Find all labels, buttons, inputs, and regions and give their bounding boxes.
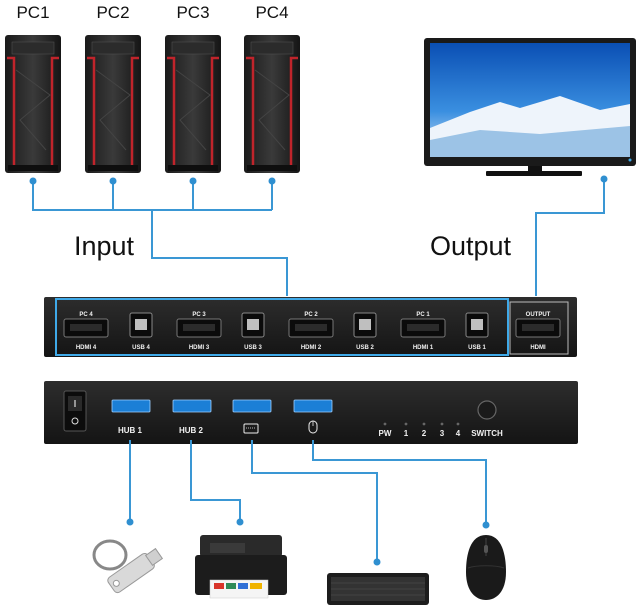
kvm-front-panel: HUB 1 HUB 2 PW 1 2 3 4 SWITCH (44, 381, 578, 444)
hub2-label: HUB 2 (179, 426, 204, 435)
input-wires (29, 177, 288, 296)
mouse-icon (466, 535, 506, 600)
hdmi3-label: HDMI 3 (189, 345, 210, 351)
usb-a-port-hub2 (172, 399, 212, 413)
output-bottom-label: HDMI (530, 345, 546, 351)
led-pw-label: PW (379, 429, 392, 438)
port-group-output: OUTPUT HDMI (509, 301, 569, 355)
pc4-label: PC4 (255, 3, 288, 22)
port-group-pc1: PC 1 HDMI 1 USB 1 (400, 312, 489, 351)
port-pc4-top-label: PC 4 (79, 312, 93, 318)
pc3-tower-icon (165, 35, 221, 173)
input-ports-highlight (55, 298, 509, 356)
output-wire (535, 175, 608, 296)
switch-label: SWITCH (471, 429, 503, 438)
mouse-port-icon (308, 420, 318, 434)
hub1-label: HUB 1 (118, 426, 143, 435)
output-top-label: OUTPUT (526, 312, 551, 318)
output-label: Output (430, 231, 512, 261)
kvm-back-panel: PC 4 HDMI 4 USB 4 PC 3 HDMI 3 USB 3 PC 2… (44, 297, 577, 357)
led-4-label: 4 (456, 429, 461, 438)
input-label: Input (74, 231, 135, 261)
usb-a-port-mouse (293, 399, 333, 413)
printer-icon (195, 535, 287, 599)
usb4-label: USB 4 (132, 345, 150, 351)
usb1-label: USB 1 (468, 345, 486, 351)
port-group-pc4: PC 4 HDMI 4 USB 4 (63, 312, 153, 351)
led-1-label: 1 (404, 429, 409, 438)
usb-a-port-hub1 (111, 399, 151, 413)
port-pc3-top-label: PC 3 (192, 312, 206, 318)
usb3-label: USB 3 (244, 345, 262, 351)
usb-flash-drive-icon (92, 539, 164, 594)
pc1-label: PC1 (16, 3, 49, 22)
led-3-label: 3 (440, 429, 445, 438)
usb-a-port-keyboard (232, 399, 272, 413)
pc3-label: PC3 (176, 3, 209, 22)
led-2-label: 2 (422, 429, 427, 438)
hdmi4-label: HDMI 4 (76, 345, 97, 351)
port-pc2-top-label: PC 2 (304, 312, 318, 318)
pc4-tower-icon (244, 35, 300, 173)
keyboard-port-icon (243, 423, 259, 434)
usb2-label: USB 2 (356, 345, 374, 351)
port-group-pc2: PC 2 HDMI 2 USB 2 (288, 312, 377, 351)
keyboard-icon (327, 573, 429, 605)
port-group-pc3: PC 3 HDMI 3 USB 3 (176, 312, 265, 351)
hdmi2-label: HDMI 2 (301, 345, 322, 351)
port-pc1-top-label: PC 1 (416, 312, 430, 318)
pc2-tower-icon (85, 35, 141, 173)
peripheral-wires (126, 440, 490, 566)
pc2-label: PC2 (96, 3, 129, 22)
monitor-icon (424, 38, 636, 176)
hdmi1-label: HDMI 1 (413, 345, 434, 351)
switch-button (477, 400, 497, 420)
pc1-tower-icon (5, 35, 61, 173)
